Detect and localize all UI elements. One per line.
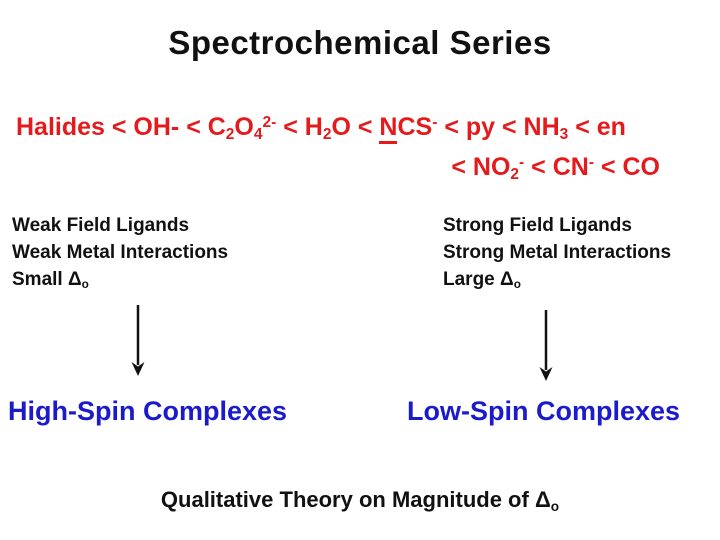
- formula-segment: N: [379, 113, 398, 144]
- spectrochemical-series-line1: Halides < OH- < C2O42- < H2O < NCS- < py…: [16, 113, 712, 144]
- formula-segment: 3: [559, 126, 569, 144]
- spectrochemical-series-line2: < NO2- < CN- < CO: [0, 153, 720, 184]
- formula-segment: Δ: [500, 269, 514, 290]
- weak-field-block: Weak Field Ligands Weak Metal Interactio…: [12, 212, 228, 295]
- down-arrow-icon-left: [131, 305, 145, 376]
- strong-field-line2: Strong Metal Interactions: [443, 242, 672, 263]
- formula-segment: o: [550, 498, 560, 514]
- slide-title: Spectrochemical Series: [168, 24, 552, 61]
- formula-segment: 2: [225, 126, 235, 144]
- formula-segment: 4: [253, 126, 263, 144]
- formula-segment: < CO: [594, 153, 660, 181]
- formula-segment: 2-: [262, 114, 277, 132]
- formula-segment: Small: [12, 269, 68, 290]
- strong-field-line1: Strong Field Ligands: [443, 215, 632, 236]
- formula-segment: O: [234, 113, 254, 141]
- formula-segment: O <: [331, 113, 380, 141]
- weak-field-line2: Weak Metal Interactions: [12, 242, 229, 263]
- formula-segment: Large: [443, 269, 501, 290]
- high-spin-complexes-label: High-Spin Complexes: [8, 396, 288, 426]
- strong-field-line3: Large Δo: [443, 266, 671, 295]
- formula-segment: Qualitative Theory on Magnitude of: [160, 487, 535, 512]
- weak-field-line1: Weak Field Ligands: [12, 215, 190, 236]
- formula-segment: 2: [322, 126, 332, 144]
- formula-segment: o: [513, 278, 521, 292]
- formula-segment: -: [588, 154, 594, 172]
- formula-segment: Δ: [67, 269, 82, 290]
- formula-segment: -: [432, 114, 438, 132]
- down-arrow-icon-right: [539, 310, 553, 381]
- formula-segment: < NO: [451, 153, 511, 181]
- footer-caption: Qualitative Theory on Magnitude of Δo: [0, 487, 720, 514]
- formula-segment: o: [81, 278, 89, 292]
- formula-segment: < en: [568, 113, 626, 141]
- formula-segment: Halides < OH- < C: [16, 113, 226, 141]
- formula-segment: -: [519, 154, 525, 172]
- weak-field-line3: Small Δo: [12, 266, 228, 295]
- formula-segment: 2: [510, 166, 520, 184]
- low-spin-complexes-label: Low-Spin Complexes: [407, 396, 681, 426]
- formula-segment: < H: [276, 113, 323, 141]
- strong-field-block: Strong Field Ligands Strong Metal Intera…: [443, 212, 671, 295]
- formula-segment: Δ: [534, 487, 551, 512]
- formula-segment: < CN: [524, 153, 589, 181]
- formula-segment: < py < NH: [437, 113, 560, 141]
- formula-segment: CS: [397, 113, 433, 141]
